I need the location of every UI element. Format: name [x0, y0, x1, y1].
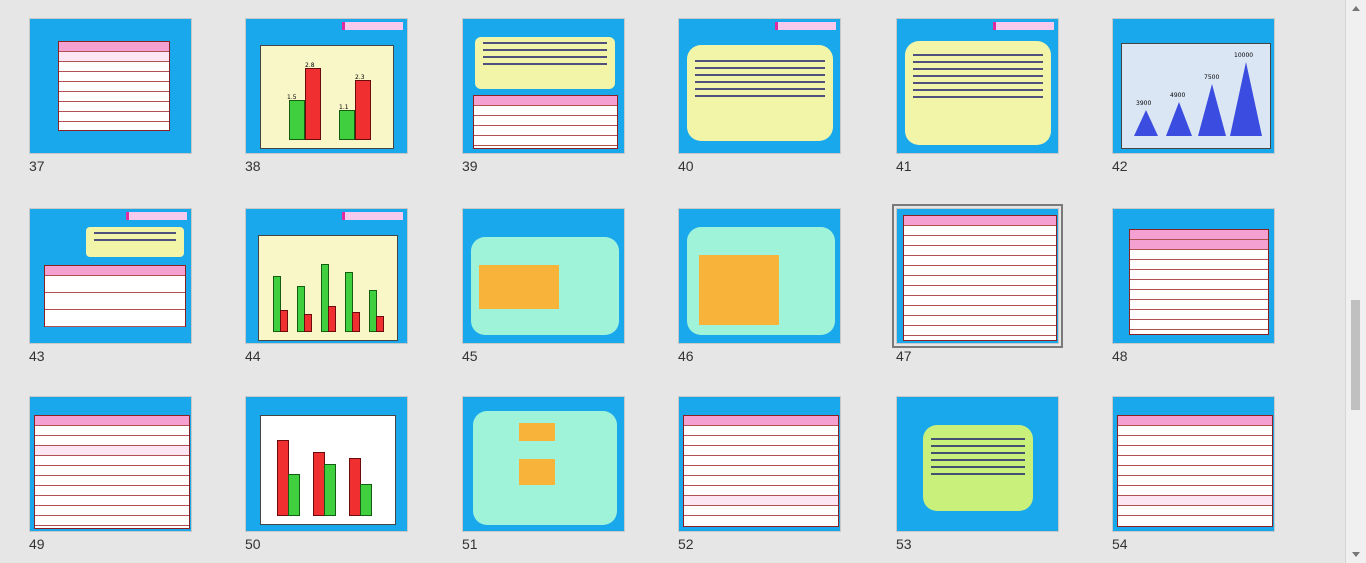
- slide-preview: 1.5 2.8 1.1 2.3: [245, 18, 408, 154]
- slide-diagram-shape: [519, 423, 555, 441]
- slide-number: 49: [29, 536, 45, 552]
- slide-number: 45: [462, 348, 478, 364]
- slide-diagram-shape: [519, 459, 555, 485]
- chart-bar: [273, 276, 281, 332]
- chart-bar: [376, 316, 384, 332]
- slide-number: 43: [29, 348, 45, 364]
- slide-preview: [1112, 208, 1275, 344]
- chart-bar: [328, 306, 336, 332]
- slide-cone-chart: 3900 4900 7500 10000: [1121, 43, 1271, 149]
- slide-preview: [896, 18, 1059, 154]
- slide-text-box: [475, 37, 615, 89]
- slide-preview: 3900 4900 7500 10000: [1112, 18, 1275, 154]
- scroll-up-arrow-icon[interactable]: [1352, 6, 1360, 11]
- chart-bar: [339, 110, 355, 140]
- chart-bar: [352, 312, 360, 332]
- slide-number: 41: [896, 158, 912, 174]
- slide-preview: [678, 396, 841, 532]
- slide-table: [683, 415, 839, 527]
- slide-preview: [896, 396, 1059, 532]
- slide-number: 40: [678, 158, 694, 174]
- slide-preview: [1112, 396, 1275, 532]
- slide-preview: [678, 18, 841, 154]
- slide-number: 37: [29, 158, 45, 174]
- slide-title-tag: [993, 22, 1054, 30]
- slide-bar-chart: [260, 415, 396, 525]
- chart-bar: [321, 264, 329, 332]
- slide-text-box: [687, 45, 833, 141]
- slide-number: 39: [462, 158, 478, 174]
- slide-number: 52: [678, 536, 694, 552]
- chart-data-label: 1.5: [287, 94, 297, 101]
- slide-text-box: [923, 425, 1033, 511]
- slide-preview: [462, 18, 625, 154]
- slide-table: [1117, 415, 1273, 527]
- chart-bar: [324, 464, 336, 516]
- chart-bar: [288, 474, 300, 516]
- slide-number: 38: [245, 158, 261, 174]
- slide-preview: [462, 208, 625, 344]
- slide-number: 48: [1112, 348, 1128, 364]
- slide-number: 54: [1112, 536, 1128, 552]
- scroll-down-arrow-icon[interactable]: [1352, 552, 1360, 557]
- chart-data-label: 4900: [1170, 92, 1186, 99]
- slide-title-tag: [126, 212, 187, 220]
- slide-diagram-shape: [479, 265, 559, 309]
- slide-table: [44, 265, 186, 327]
- slide-text-box: [905, 41, 1051, 145]
- slide-table: [903, 215, 1057, 341]
- chart-bar: [369, 290, 377, 332]
- cone-chart-svg: [1134, 62, 1262, 136]
- slide-bar-chart: 1.5 2.8 1.1 2.3: [260, 45, 394, 149]
- slide-preview: [29, 396, 192, 532]
- slide-title-tag: [775, 22, 836, 30]
- chart-bar: [280, 310, 288, 332]
- slide-table: [58, 41, 170, 131]
- chart-data-label: 3900: [1136, 100, 1152, 107]
- slide-preview: [29, 208, 192, 344]
- chart-bar: [360, 484, 372, 516]
- scrollbar-thumb[interactable]: [1351, 300, 1360, 410]
- chart-bar: [304, 314, 312, 332]
- chart-bar: [345, 272, 353, 332]
- chart-data-label: 7500: [1204, 74, 1220, 81]
- chart-data-label: 2.8: [305, 62, 315, 69]
- slide-title-tag: [342, 22, 403, 30]
- slide-preview: [245, 208, 408, 344]
- slide-preview: [245, 396, 408, 532]
- slide-title-tag: [342, 212, 403, 220]
- vertical-scrollbar[interactable]: [1345, 0, 1366, 563]
- slide-number: 50: [245, 536, 261, 552]
- slide-number: 47: [896, 348, 912, 364]
- slide-preview: [29, 18, 192, 154]
- chart-data-label: 2.3: [355, 74, 365, 81]
- chart-bar: [297, 286, 305, 332]
- chart-data-label: 10000: [1234, 52, 1254, 59]
- slide-number: 44: [245, 348, 261, 364]
- slide-number: 53: [896, 536, 912, 552]
- slide-preview: [892, 204, 1063, 348]
- chart-bar: [289, 100, 305, 140]
- slide-number: 46: [678, 348, 694, 364]
- slide-preview: [678, 208, 841, 344]
- slide-preview: [462, 396, 625, 532]
- slide-table: [473, 95, 618, 149]
- slide-number: 51: [462, 536, 478, 552]
- slide-table: [34, 415, 190, 529]
- slide-number: 42: [1112, 158, 1128, 174]
- chart-bar: [355, 80, 371, 140]
- slide-table: [1129, 229, 1269, 335]
- slide-text-box: [86, 227, 184, 257]
- chart-bar: [305, 68, 321, 140]
- slide-diagram-shape: [699, 255, 779, 325]
- slide-bar-chart: [258, 235, 398, 341]
- chart-data-label: 1.1: [339, 104, 349, 111]
